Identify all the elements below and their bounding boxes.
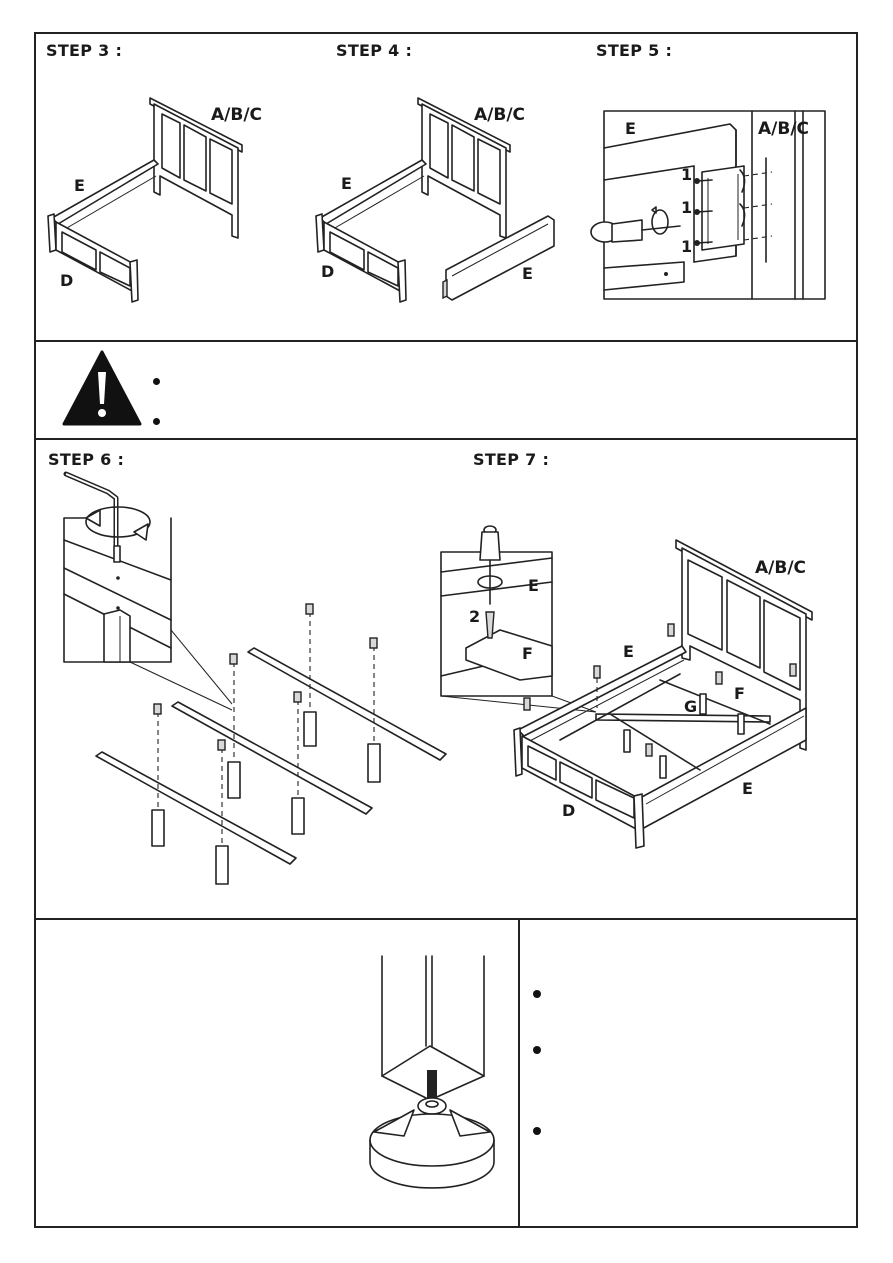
- divider-vertical: [518, 918, 520, 1228]
- note-bullet-3: [533, 1127, 541, 1135]
- step-3-headboard-label: A/B/C: [211, 105, 263, 125]
- step-5-screw-count-top: 1: [681, 165, 693, 184]
- step-7-slat-label: G: [684, 697, 698, 716]
- step-7-detail-rail-label: E: [528, 576, 539, 595]
- step-5-screw-count-middle: 1: [681, 198, 693, 217]
- step-7-side-rail-label: E: [623, 642, 634, 661]
- step-7-center-rail-label: F: [734, 684, 745, 703]
- screwdriver-icon: [590, 206, 681, 243]
- step-4-footboard-label: D: [321, 262, 335, 281]
- rotate-arrow-icon: [85, 506, 151, 541]
- divider-1: [34, 340, 858, 342]
- warning-bullet-1: [153, 378, 160, 385]
- step-4-side-rail-label: E: [341, 174, 352, 193]
- step-5-side-rail-label: E: [625, 119, 636, 138]
- step-4-title: STEP 4 :: [336, 41, 413, 60]
- note-bullet-1: [533, 990, 541, 998]
- step-7-footboard-label: D: [562, 801, 576, 820]
- screwdriver-icon: [477, 525, 503, 605]
- allen-key-icon: [63, 471, 119, 551]
- step-5-headboard-label: A/B/C: [758, 119, 810, 139]
- step-3-title: STEP 3 :: [46, 41, 123, 60]
- step-6-title: STEP 6 :: [48, 450, 125, 469]
- step-4-headboard-label: A/B/C: [474, 105, 526, 125]
- warning-bullet-2: [153, 418, 160, 425]
- step-4-loose-rail-label: E: [522, 264, 533, 283]
- step-7-title: STEP 7 :: [473, 450, 550, 469]
- step-3-side-rail-label: E: [74, 176, 85, 195]
- divider-2: [34, 438, 858, 440]
- divider-3: [34, 918, 858, 920]
- step-7-detail-center-rail-label: F: [522, 644, 533, 663]
- step-7-right-rail-label: E: [742, 779, 753, 798]
- rotate-arrow-icon: [369, 1109, 495, 1189]
- step-5-title: STEP 5 :: [596, 41, 673, 60]
- step-7-screw-count: 2: [469, 607, 481, 626]
- note-bullet-2: [533, 1046, 541, 1054]
- step-5-screw-count-bottom: 1: [681, 237, 693, 256]
- page-frame: [34, 32, 858, 1228]
- step-7-headboard-label: A/B/C: [755, 558, 807, 578]
- step-3-footboard-label: D: [60, 271, 74, 290]
